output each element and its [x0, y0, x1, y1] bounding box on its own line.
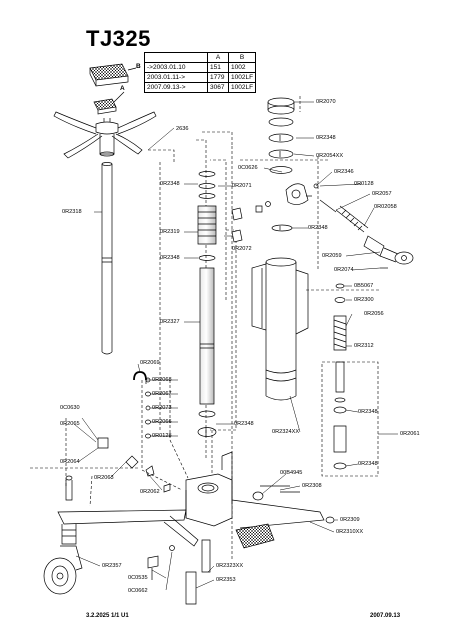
callout-0R2323XX: 0R2323XX [216, 563, 244, 569]
callout-0R2059: 0R2059 [322, 253, 342, 259]
callout-0R2072: 0R2072 [232, 246, 252, 252]
callout-0R2312: 0R2312 [354, 343, 374, 349]
callout-0R2063: 0R2063 [94, 475, 114, 481]
callout-0R2348: 0R2348 [160, 181, 180, 187]
callout-0R2310XX: 0R2310XX [336, 529, 364, 535]
saddle-pad-b [89, 63, 129, 87]
lower-parts [147, 539, 211, 605]
callout-0R2073: 0R2073 [152, 405, 172, 411]
callout-0C0630: 0C0630 [60, 405, 80, 411]
revision-table: A B ->2003.01.10 151 1002 2003.01.11-> 1… [144, 52, 257, 93]
callout-0B5067: 0B5067 [354, 283, 374, 289]
callout-0R2308: 0R2308 [302, 483, 322, 489]
callout-0R2357: 0R2357 [102, 563, 122, 569]
callout-0R0128: 0R0128 [152, 433, 172, 439]
callout-0R2348: 0R2348 [160, 255, 180, 261]
callout-0R2074: 0R2074 [334, 267, 354, 273]
callout-a: A [120, 85, 125, 92]
callout-0R2069: 0R2069 [140, 360, 160, 366]
release-small-parts [97, 371, 171, 493]
callout-0R2318: 0R2318 [62, 209, 82, 215]
release-valve-stack [333, 283, 347, 470]
callout-0C0535: 0C0535 [128, 575, 148, 581]
callout-0C0662: 0C0662 [128, 588, 148, 594]
spider-head [53, 111, 157, 159]
callout-0R2066: 0R2066 [152, 419, 172, 425]
callout-0R2353: 0R2353 [216, 577, 236, 583]
callout-0R2348: 0R2348 [358, 461, 378, 467]
callout-0R2319: 0R2319 [160, 229, 180, 235]
callout-0R2348: 0R2348 [234, 421, 254, 427]
revision-b: 1002LF [227, 82, 257, 93]
callout-0R2309: 0R2309 [340, 517, 360, 523]
base-housing [185, 451, 335, 549]
valve-parts [231, 201, 271, 243]
callout-0R2070: 0R2070 [316, 99, 336, 105]
callout-0C0626: 0C0626 [238, 165, 258, 171]
footer-left: 3.2.2025 1/1 U1 [86, 613, 129, 619]
callout-0R2348: 0R2348 [308, 225, 328, 231]
footer-right: 2007.09.13 [370, 613, 401, 619]
callout-0R2056: 0R2056 [364, 311, 384, 317]
callout-0R02058: 0R02058 [374, 204, 397, 210]
long-pin [101, 162, 113, 355]
drawing-title: TJ325 [86, 26, 151, 51]
callout-0R2064: 0R2064 [60, 459, 80, 465]
callout-0R2071: 0R2071 [232, 183, 252, 189]
caster-arm [43, 475, 199, 595]
pump-body [271, 183, 309, 232]
callout-0R2062: 0R2062 [140, 489, 160, 495]
saddle-pad-a [93, 98, 117, 115]
ram-tube [197, 171, 217, 437]
callout-0R2065: 0R2065 [60, 421, 80, 427]
callout-00B4945: 00B4945 [280, 470, 303, 476]
reservoir-cap [267, 97, 295, 174]
callout-0R2057: 0R2057 [372, 191, 392, 197]
callout-0R2054XX: 0R2054XX [316, 153, 344, 159]
outer-cylinder [251, 257, 309, 401]
callout-0R2067: 0R2067 [152, 391, 172, 397]
callout-0R2068: 0R2068 [152, 377, 172, 383]
callout-b: B [136, 63, 141, 70]
callout-0R2061: 0R2061 [400, 431, 420, 437]
callout-0R2324XX: 0R2324XX [272, 429, 300, 435]
callout-0R2327: 0R2327 [160, 319, 180, 325]
callout-2636: 2636 [176, 126, 189, 132]
callout-0R0128: 0R0128 [354, 181, 374, 187]
callout-0R2348: 0R2348 [358, 409, 378, 415]
plunger-spring [306, 183, 414, 269]
callout-0R2348: 0R2348 [316, 135, 336, 141]
callout-0R2346: 0R2346 [334, 169, 354, 175]
callout-0R2300: 0R2300 [354, 297, 374, 303]
revision-row: 2007.09.13-> 3067 1002LF [144, 82, 257, 93]
